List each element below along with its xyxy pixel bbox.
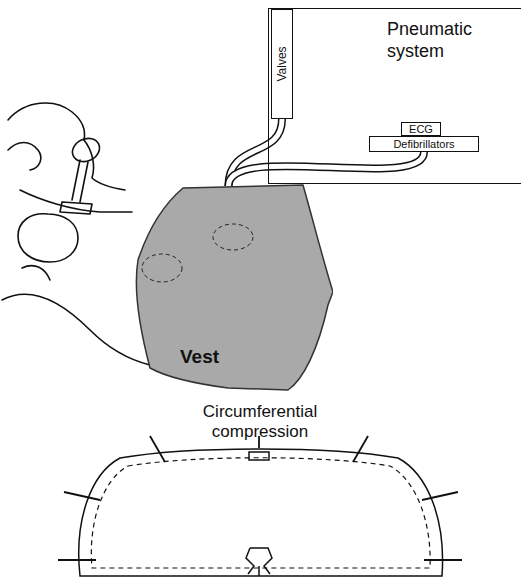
spine-symbol xyxy=(246,548,272,576)
box-label: Valves xyxy=(275,46,289,81)
ecg-box: ECG xyxy=(401,122,441,136)
illustration-stroke xyxy=(150,436,165,462)
illustration-stroke xyxy=(424,559,462,561)
defibrillator-box: Defibrillators xyxy=(369,136,479,152)
tube-inner xyxy=(228,152,424,186)
electrode-pad xyxy=(213,224,253,250)
vest-fill xyxy=(136,185,333,390)
air-tube xyxy=(228,152,424,186)
face-profile xyxy=(84,140,125,190)
illustration-stroke xyxy=(64,492,100,500)
face-mask xyxy=(69,134,104,166)
arm-outline xyxy=(2,294,150,365)
ear xyxy=(8,143,41,171)
patient-figure xyxy=(2,103,150,365)
box-label: Defibrillators xyxy=(393,139,454,150)
tube-connector xyxy=(60,202,92,214)
vest-label: Vest xyxy=(180,346,219,368)
ventilation-bag xyxy=(18,214,78,262)
hand xyxy=(22,266,50,280)
vest-outline xyxy=(128,180,333,395)
compression-ticks xyxy=(58,436,462,560)
cross-section xyxy=(58,436,462,576)
figure-label: Circumferential compression xyxy=(185,402,335,441)
compressed-outline xyxy=(91,458,430,568)
sternum xyxy=(249,452,269,460)
box-label: Pneumatic system xyxy=(387,19,509,62)
illustration-stroke xyxy=(422,492,458,500)
vest-shape: Vest xyxy=(128,180,333,395)
mask-tube xyxy=(72,160,88,202)
illustration-stroke xyxy=(353,436,368,462)
pneumatic-system-box: Pneumatic systemValvesECG Defibrillators xyxy=(268,8,521,184)
valves-box: Valves xyxy=(271,9,293,119)
electrode-pad xyxy=(142,254,182,282)
box-label: ECG xyxy=(409,124,433,135)
torso-outline xyxy=(79,449,443,576)
neck-line xyxy=(20,190,132,212)
head-outline xyxy=(8,103,85,140)
illustration-stroke xyxy=(58,559,96,561)
